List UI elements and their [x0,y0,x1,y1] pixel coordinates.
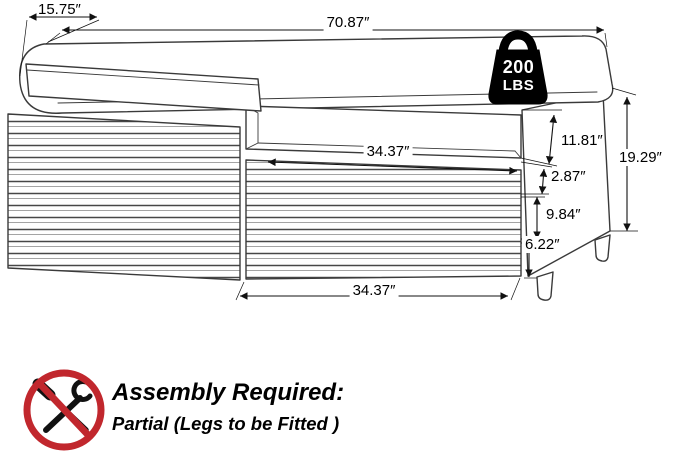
kettlebell-weight-icon [488,30,548,105]
weight-value: 200 [502,57,535,77]
dim-label-overall-height: 19.29″ [616,149,665,166]
prohibition-overlay [23,369,105,451]
dim-label-lower-section-height: 9.84″ [546,206,581,223]
assembly-required-title: Assembly Required: [112,379,345,406]
dim-label-opening-height: 11.81″ [561,132,603,149]
left-slatted-door [7,113,241,281]
back-right-leg [594,234,611,262]
dim-label-top-width: 70.87″ [323,14,373,31]
dim-label-shelf-thickness: 2.87″ [551,168,586,185]
dim-label-top-depth: 15.75″ [38,1,81,18]
dimension-arrows [19,13,638,301]
no-tools-prohibition-icon [23,369,105,451]
dim-label-opening-width: 34.37″ [363,143,413,160]
weight-unit: LBS [502,77,535,94]
tv-stand-drawing [7,35,614,301]
assembly-required-subtitle: Partial (Legs to be Fitted ) [112,413,340,434]
dim-label-leg-height: 6.22″ [522,236,563,253]
open-drawer-flap [25,63,262,112]
front-right-leg [536,271,554,301]
dim-label-bottom-door-width: 34.37″ [349,282,399,299]
right-slatted-door [245,159,522,280]
